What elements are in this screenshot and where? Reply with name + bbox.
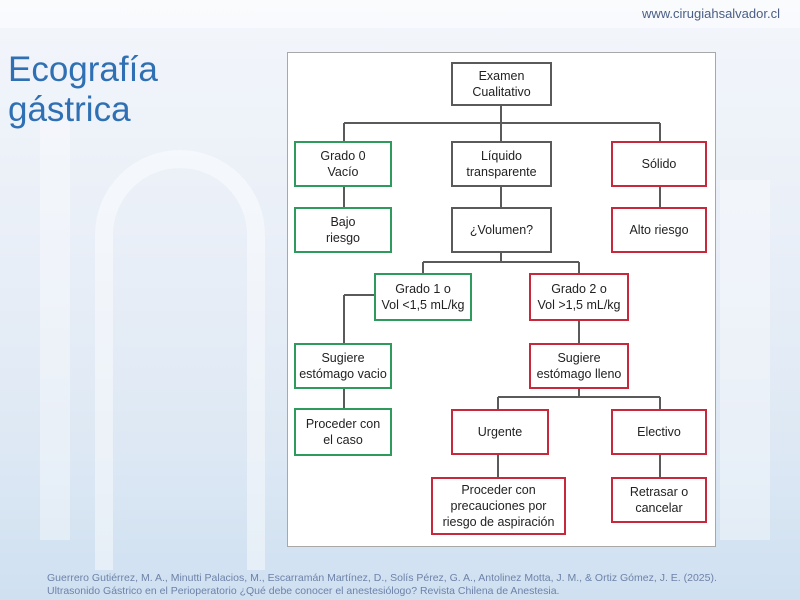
- node-urgent: Urgente: [451, 409, 549, 455]
- node-low-risk: Bajo riesgo: [294, 207, 392, 253]
- citation-line2: Ultrasonido Gástrico en el Perioperatori…: [47, 585, 560, 597]
- slide-title-line2: gástrica: [8, 90, 131, 129]
- citation-line1: Guerrero Gutiérrez, M. A., Minutti Palac…: [47, 572, 717, 584]
- node-grade2: Grado 2 o Vol >1,5 mL/kg: [529, 273, 629, 321]
- node-suggests-empty: Sugiere estómago vacio: [294, 343, 392, 389]
- node-delay-cancel: Retrasar o cancelar: [611, 477, 707, 523]
- node-grade1: Grado 1 o Vol <1,5 mL/kg: [374, 273, 472, 321]
- node-liquid: Líquido transparente: [451, 141, 552, 187]
- background-column: [720, 180, 770, 540]
- node-volume: ¿Volumen?: [451, 207, 552, 253]
- slide-title: Ecografía gástrica: [8, 50, 158, 130]
- node-grade0: Grado 0 Vacío: [294, 141, 392, 187]
- node-high-risk: Alto riesgo: [611, 207, 707, 253]
- flowchart-connectors: [343, 105, 661, 477]
- slide-title-line1: Ecografía: [8, 50, 158, 89]
- flowchart-panel: Examen Cualitativo Grado 0 Vacío Líquido…: [287, 52, 716, 547]
- node-solid: Sólido: [611, 141, 707, 187]
- background-arch: [95, 150, 265, 570]
- node-suggests-full: Sugiere estómago lleno: [529, 343, 629, 389]
- site-url: www.cirugiahsalvador.cl: [641, 6, 780, 21]
- node-exam: Examen Cualitativo: [451, 62, 552, 106]
- node-elective: Electivo: [611, 409, 707, 455]
- node-proceed-precautions: Proceder con precauciones por riesgo de …: [431, 477, 566, 535]
- background-column: [40, 120, 70, 540]
- citation: Guerrero Gutiérrez, M. A., Minutti Palac…: [47, 572, 717, 598]
- background-band: [0, 0, 800, 28]
- node-proceed-case: Proceder con el caso: [294, 408, 392, 456]
